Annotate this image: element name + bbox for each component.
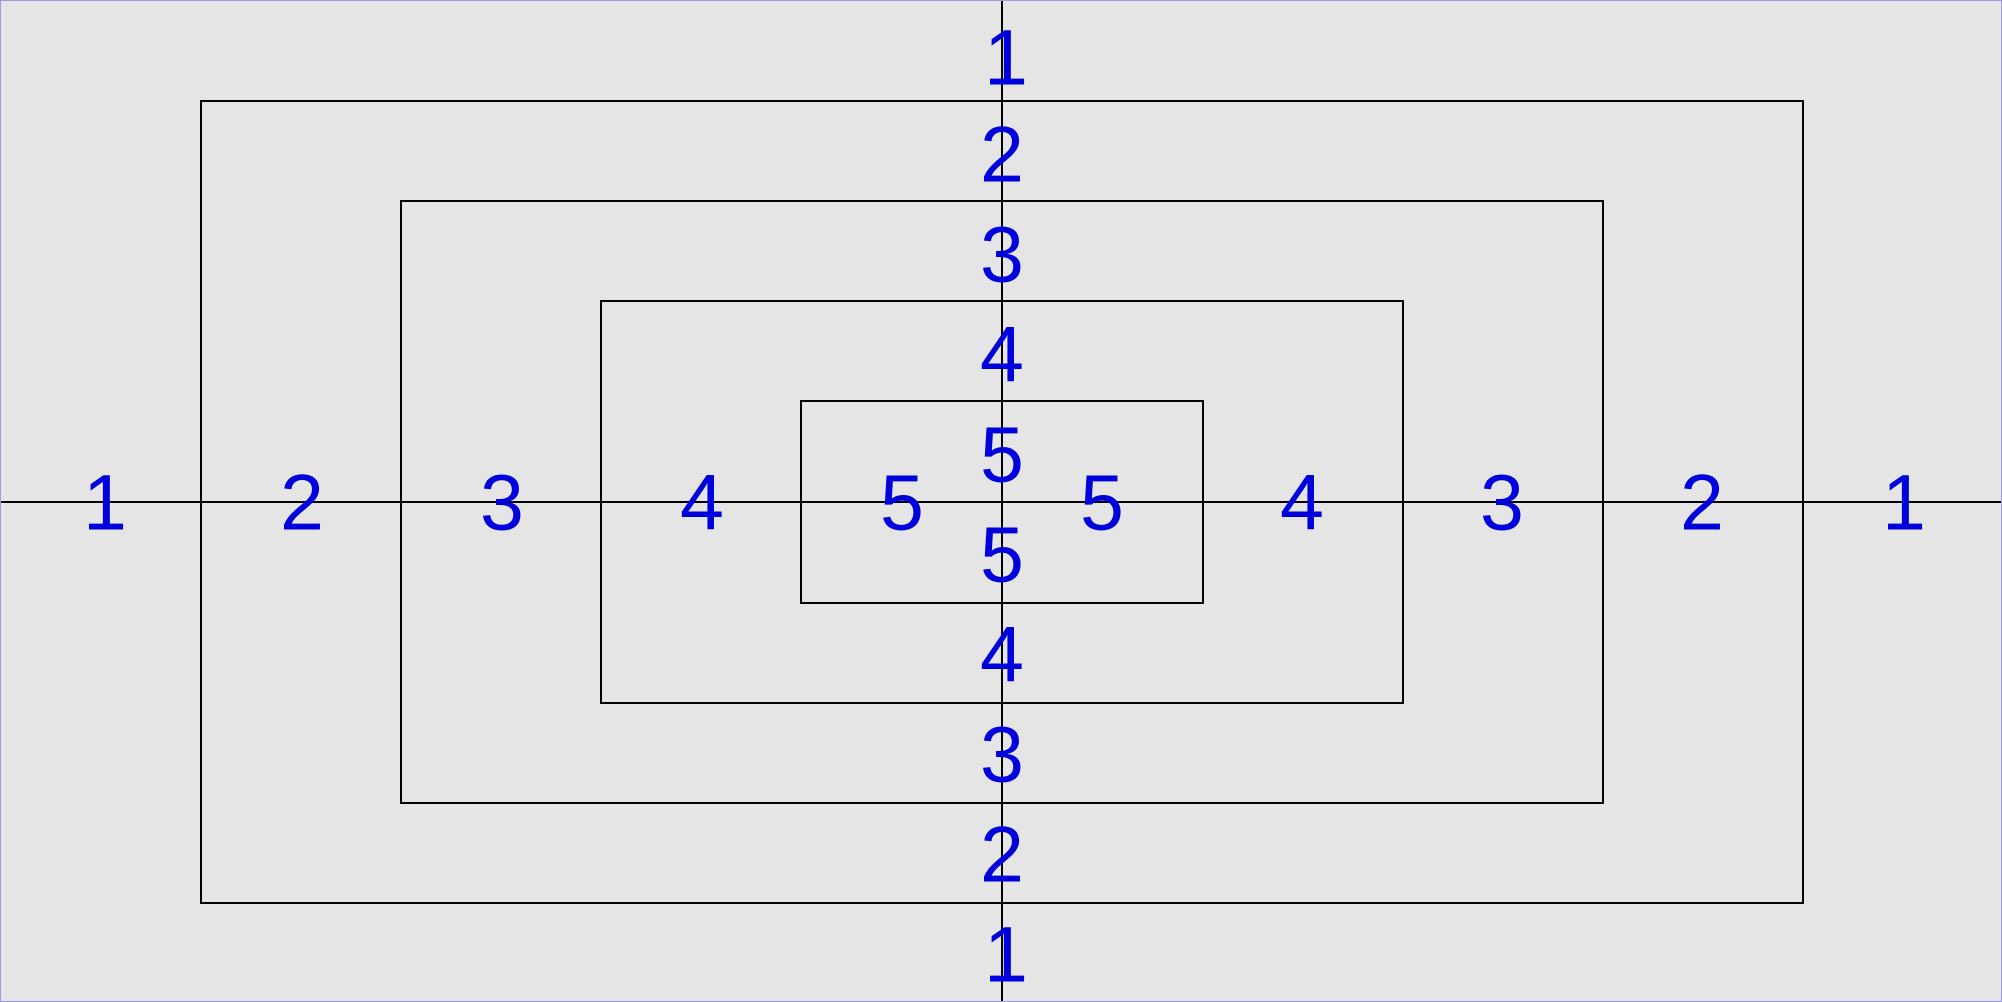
ring-label-right: 5 <box>1080 458 1124 547</box>
ring-label-top: 2 <box>980 110 1024 199</box>
nested-frames <box>200 100 1804 904</box>
frame-rectangle-3 <box>600 300 1404 704</box>
ring-label-top: 1 <box>984 13 1028 102</box>
ring-label-right: 3 <box>1480 458 1524 547</box>
ring-label-right: 1 <box>1882 458 1926 547</box>
ring-label-right: 4 <box>1280 458 1324 547</box>
ring-label-bottom: 5 <box>980 510 1024 599</box>
frame-rectangle-2 <box>400 200 1604 804</box>
ring-label-left: 5 <box>880 458 924 547</box>
ring-label-right: 2 <box>1680 458 1724 547</box>
ring-label-bottom: 3 <box>980 710 1024 799</box>
ring-label-top: 3 <box>980 210 1024 299</box>
ring-label-bottom: 2 <box>980 810 1024 899</box>
ring-label-left: 1 <box>83 458 127 547</box>
ring-label-left: 2 <box>280 458 324 547</box>
frame-rectangle-1 <box>200 100 1804 904</box>
ring-label-top: 4 <box>980 310 1024 399</box>
ring-label-left: 4 <box>680 458 724 547</box>
ring-labels: 1 1 1 1 2 2 2 2 3 3 3 3 4 4 4 4 5 5 5 5 <box>83 13 1926 999</box>
ring-label-left: 3 <box>480 458 524 547</box>
ring-label-top: 5 <box>980 410 1024 499</box>
ring-label-bottom: 4 <box>980 610 1024 699</box>
frame-rectangle-4 <box>800 400 1204 604</box>
ring-label-bottom: 1 <box>984 910 1028 999</box>
